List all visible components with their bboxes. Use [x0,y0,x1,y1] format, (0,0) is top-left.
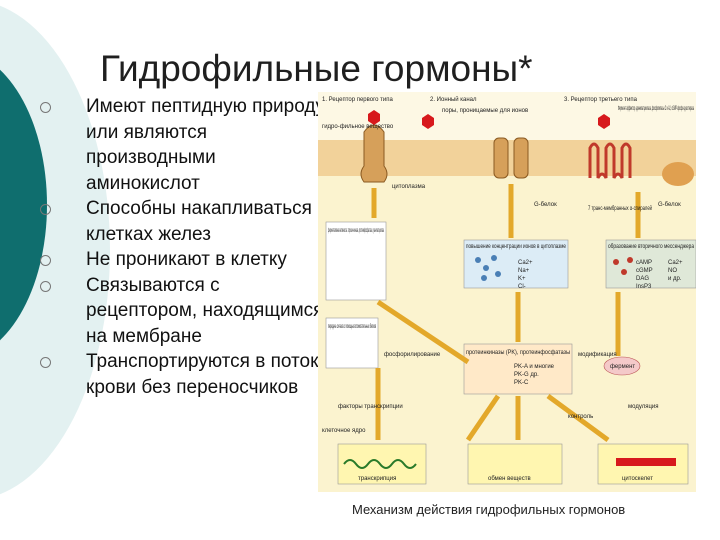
label-transcription-factors: факторы транскрипции [338,404,403,410]
label-modification: модификация [578,352,617,358]
label-channel: 2. Ионный канал [430,96,477,103]
protein-kinases-box [463,343,573,395]
bullet-item: Не проникают в клетку [40,247,330,273]
label-messenger: NO [668,268,677,274]
label-channel-note: поры, проницаемые для ионов [442,108,528,114]
metabolism-box [467,443,563,485]
label-enzyme-activity: ферментативная активность: тирозин-киназ… [328,228,384,234]
ion-channel [422,114,529,179]
label-modulation: модуляция [628,404,659,410]
label-g-protein-left: G-белок [534,202,557,208]
label-messenger: cGMP [636,268,653,274]
signal-arrows [371,184,641,443]
label-signal-transfer: передача сигнала с помощью вспомогательн… [328,324,376,330]
label-receptor1-note: гидро-фильное вещество [322,124,394,130]
label-cytoplasm: цитоплазма [392,184,426,190]
diagram-caption: Механизм действия гидрофильных гормонов [352,502,626,517]
label-messenger: cAMP [636,260,652,266]
label-transmembrane: 7 транс-мембранных α-спиралей [588,205,652,212]
label-pk: PK-G др. [514,372,539,378]
signal-transfer-box [325,317,379,369]
dna-icon [343,459,417,469]
label-protein-kinases: протеинкиназы (PK), протеинфосфатазы [466,350,570,356]
label-ion: K+ [518,276,526,282]
label-receptor1: 1. Рецептор первого типа [322,97,394,103]
label-ion: Na+ [518,268,530,274]
transcription-box [337,443,427,485]
receptor-type-3 [588,114,694,186]
label-second-messengers: образование вторичного мессенджера [608,244,695,250]
second-messenger-box [605,239,696,289]
label-receptor3: 3. Рецептор третьего типа [564,97,638,103]
bullet-marker-icon [40,102,51,113]
label-metabolism: обмен веществ [488,476,531,482]
messenger-dots [613,257,633,275]
ion-increase-box [463,239,569,289]
bullet-item: Способны накапливаться в клетках желез [40,196,330,247]
hormone-icon [598,114,610,129]
label-nucleus: клеточное ядро [322,428,366,434]
ion-dots [475,255,501,281]
cytoskeleton-fiber [616,458,676,466]
enzyme-oval [603,356,641,376]
label-pk: PK-A и многие [514,364,555,370]
bullet-marker-icon [40,204,51,215]
label-messenger: InsP3 [636,284,652,290]
label-effector: Фермент-эффектор аденилатциклаза, фосфол… [618,106,694,112]
bullet-list: Имеют пептидную природу или являются про… [40,94,330,400]
bullet-item: Транспортируются в потоке крови без пере… [40,349,330,400]
label-pk: PK-C [514,380,529,386]
label-enzyme: фермент [610,364,635,370]
label-g-protein-right: G-белок [658,202,681,208]
bullet-marker-icon [40,357,51,368]
label-transcription: транскрипция [358,476,396,482]
label-phosphorylation: фосфорилирование [384,352,441,358]
label-ion-increase: повышение концентрации ионов в цитоплазм… [466,244,566,250]
receptor-type-1 [360,110,388,183]
bullet-marker-icon [40,255,51,266]
label-ion: Cl- [518,284,526,290]
left-decorative-shape [0,5,110,495]
enzyme-activity-box [325,221,387,301]
label-messenger: и др. [668,276,682,282]
bullet-item: Имеют пептидную природу или являются про… [40,94,330,196]
mechanism-diagram: 1. Рецептор первого типа гидро-фильное в… [318,92,696,492]
hormone-icon [368,110,380,125]
effector-enzyme [662,162,694,186]
label-cytoskeleton: цитоскелет [622,476,653,482]
slide-title: Гидрофильные гормоны* [100,48,533,89]
bullet-item: Связываются с рецептором, находящимся на… [40,273,330,350]
hormone-icon [422,114,434,129]
label-control: контроль [568,414,593,420]
label-messenger: DAG [636,276,649,282]
bullet-marker-icon [40,280,51,292]
label-ion: Ca2+ [518,260,533,266]
label-messenger: Ca2+ [668,260,683,266]
